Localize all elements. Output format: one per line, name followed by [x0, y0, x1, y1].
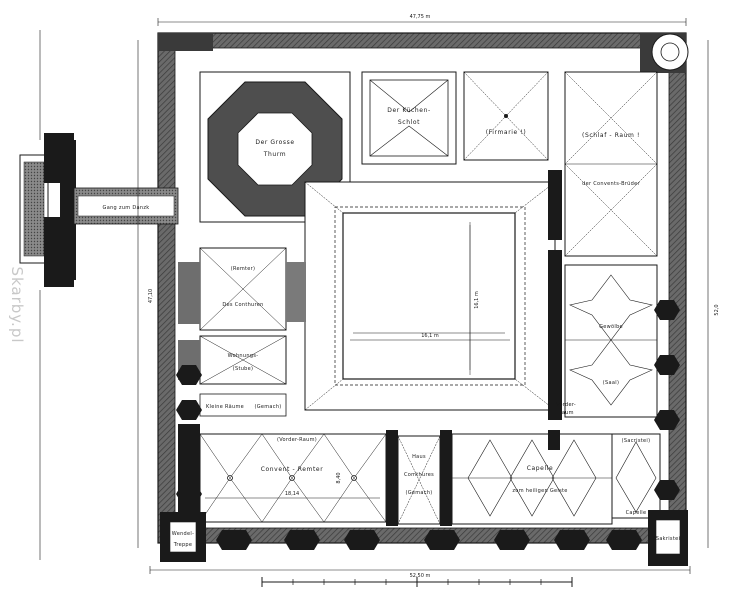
- label-chapel-side-line1: (Sacristei): [622, 438, 651, 444]
- label-tower-line1: Der Grosse: [255, 139, 294, 146]
- dim-left: 47,10: [148, 289, 154, 303]
- dimension-lines: [39, 18, 709, 574]
- label-dormitory-line1: (Schlaf - Raum !: [582, 132, 640, 139]
- infirmary: [463, 71, 549, 161]
- label-chapterhouse-line1: Haus: [412, 454, 426, 460]
- dim-top: 47,75 m: [410, 14, 431, 20]
- label-side-north-line2: Raum: [558, 410, 574, 416]
- danzk-bridge: [19, 133, 179, 287]
- label-small-rooms-line2: (Gemach): [254, 404, 281, 410]
- watermark: Skarby.pl: [8, 266, 26, 343]
- label-infirmary: (Firmarie !): [486, 129, 527, 136]
- dim-right: 52,0: [714, 304, 720, 315]
- dim-court-height: 16,1 m: [474, 291, 480, 309]
- label-bridge-passage: Gang zum Danzk: [103, 205, 150, 211]
- label-chapel-side-line2: Capelle: [626, 510, 647, 516]
- scale-bar: [261, 577, 573, 587]
- chapel: [451, 433, 661, 525]
- label-conventhaus: Des Conthuren: [222, 302, 263, 308]
- label-dormitory-line2: der Convents-Brüder: [582, 181, 640, 187]
- label-stairs-sw-line2: Treppe: [173, 542, 193, 548]
- vault-hall-east: [564, 264, 658, 418]
- dormitory: [564, 71, 658, 257]
- label-stairs-sw-line1: Wendel-: [172, 531, 194, 537]
- label-chapel-line2: zum heiligen Geiste: [512, 488, 567, 494]
- label-side-north-line1: Vorder-: [556, 402, 576, 408]
- label-chapterhouse-line3: (Gemach): [405, 490, 432, 496]
- dim-refectory-width: 18,14: [285, 491, 299, 497]
- label-vestibule: (Vorder-Raum): [277, 437, 317, 443]
- label-room-west-line2: (Stube): [233, 366, 254, 372]
- dim-court-width: 16,1 m: [421, 333, 439, 339]
- dim-refectory-height: 8,40: [336, 472, 342, 483]
- chapter-house: [386, 430, 452, 526]
- label-chapterhouse-line2: Comthures: [404, 472, 434, 478]
- label-convent-refectory: Convent - Remter: [261, 466, 324, 473]
- dimension-labels: 47,75 m 52,50 m 47,10 52,0 16,1 m 16,1 m…: [148, 14, 720, 579]
- label-kitchen-line1: Der Küchen-: [387, 107, 431, 114]
- label-cell-small: (Remter): [231, 266, 256, 272]
- label-vault-line1: Gewölbe: [599, 324, 623, 330]
- label-kitchen-line2: Schlot: [398, 119, 420, 126]
- cloister: [304, 181, 556, 411]
- west-wing: [178, 247, 306, 417]
- label-vault-line2: (Saal): [603, 380, 619, 386]
- label-stairs-se: Sakristei: [656, 536, 680, 542]
- buttresses: [160, 170, 688, 566]
- label-room-west-line1: Wohnungs-: [228, 353, 259, 359]
- label-chapel-line1: Capelle: [527, 465, 554, 472]
- label-small-rooms-line1: Kleine Räume: [206, 404, 244, 410]
- kitchen-chimney: [361, 71, 457, 165]
- room-labels: Der Grosse Thurm Der Küchen- Schlot (Fir…: [103, 107, 680, 548]
- label-tower-line2: Thurm: [263, 151, 286, 158]
- dim-bottom: 52,50 m: [410, 573, 431, 579]
